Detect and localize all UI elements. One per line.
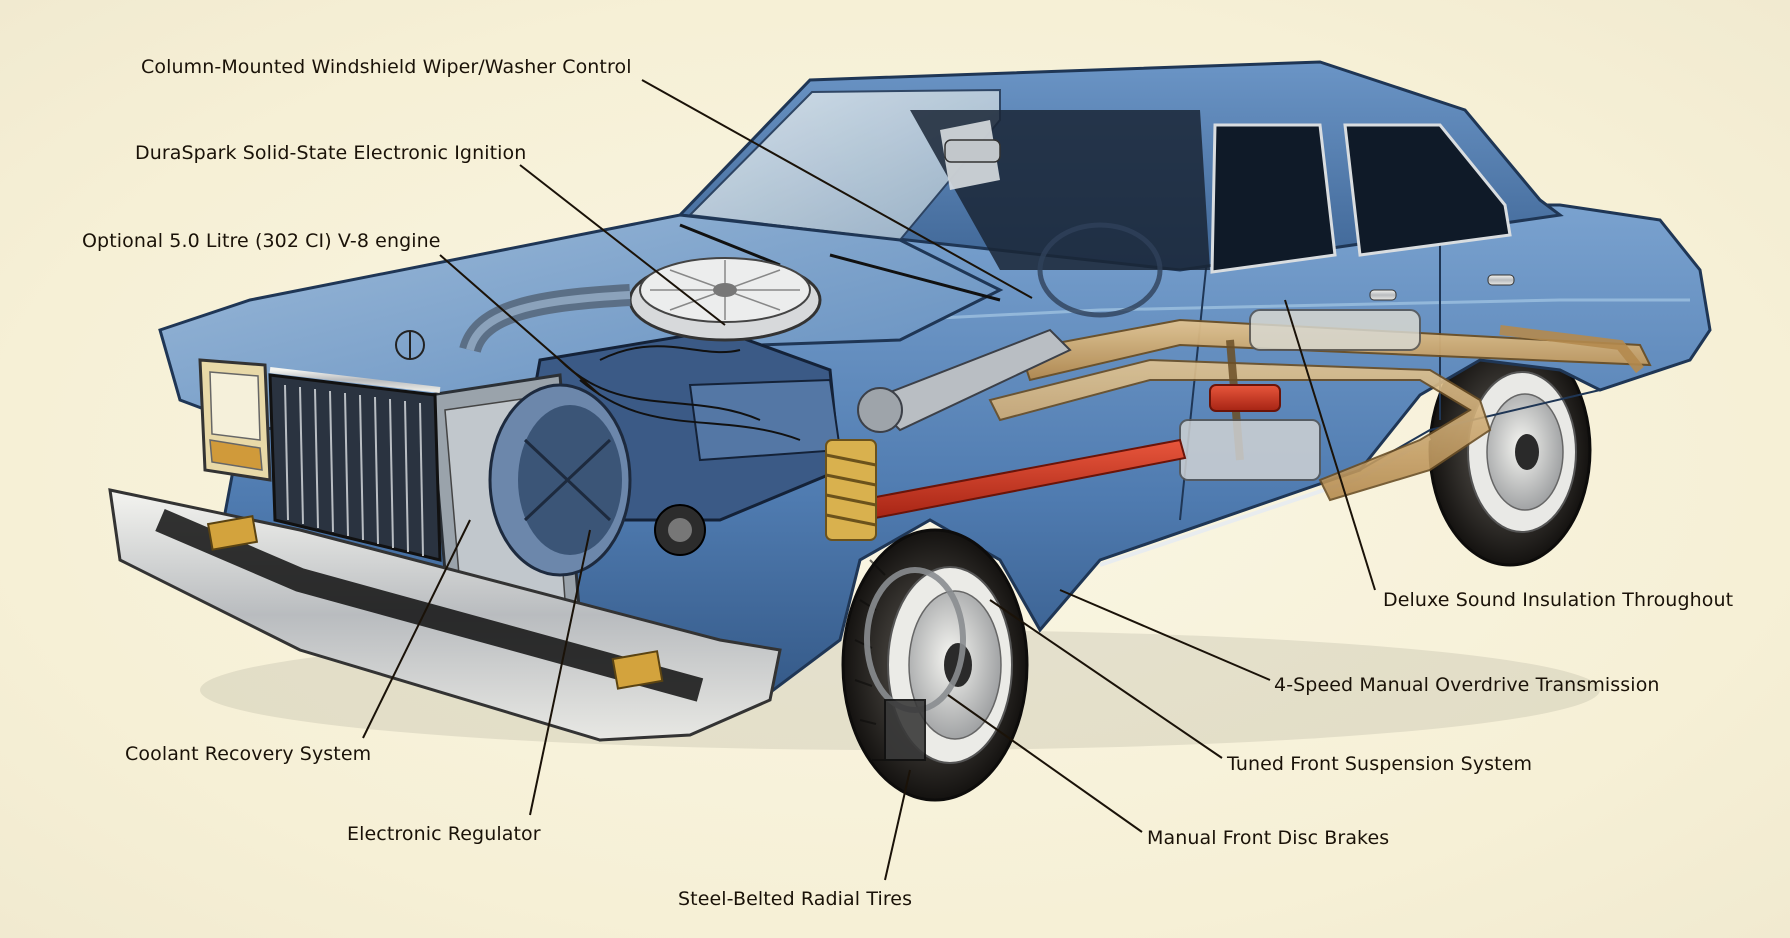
- leader-line-regulator: [529, 529, 591, 816]
- leader-line-ignition: [519, 164, 726, 326]
- coil-spring: [825, 439, 877, 541]
- callout-transmission: 4-Speed Manual Overdrive Transmission: [1274, 674, 1660, 696]
- radiator-assembly: [428, 373, 632, 632]
- callout-ignition: DuraSpark Solid-State Electronic Ignitio…: [135, 142, 527, 164]
- callout-coolant: Coolant Recovery System: [125, 743, 372, 765]
- front-grille: [268, 367, 442, 562]
- leader-line-insulation: [1284, 299, 1376, 591]
- leader-line-suspension: [989, 599, 1223, 759]
- rear-wheel: [1428, 333, 1592, 567]
- front-bumper: [108, 488, 782, 742]
- chassis-frame: [857, 222, 1652, 522]
- callout-wiper: Column-Mounted Windshield Wiper/Washer C…: [141, 56, 632, 78]
- callout-regulator: Electronic Regulator: [347, 823, 541, 845]
- front-wheel: [841, 528, 1029, 802]
- headlight: [198, 358, 272, 482]
- leader-line-coolant: [362, 519, 471, 739]
- callout-suspension: Tuned Front Suspension System: [1227, 753, 1533, 775]
- leader-line-brakes: [947, 694, 1143, 833]
- leader-line-wiper: [641, 79, 1033, 299]
- callout-engine: Optional 5.0 Litre (302 CI) V-8 engine: [82, 230, 441, 252]
- callout-brakes: Manual Front Disc Brakes: [1147, 827, 1390, 849]
- leader-line-tires: [884, 769, 911, 881]
- leader-line-transmission: [1059, 589, 1271, 681]
- callout-tires: Steel-Belted Radial Tires: [678, 888, 913, 910]
- leader-lines: [362, 79, 1376, 881]
- roof-greenhouse: [676, 60, 1564, 274]
- leader-line-engine: [439, 254, 601, 396]
- callout-insulation: Deluxe Sound Insulation Throughout: [1383, 589, 1734, 611]
